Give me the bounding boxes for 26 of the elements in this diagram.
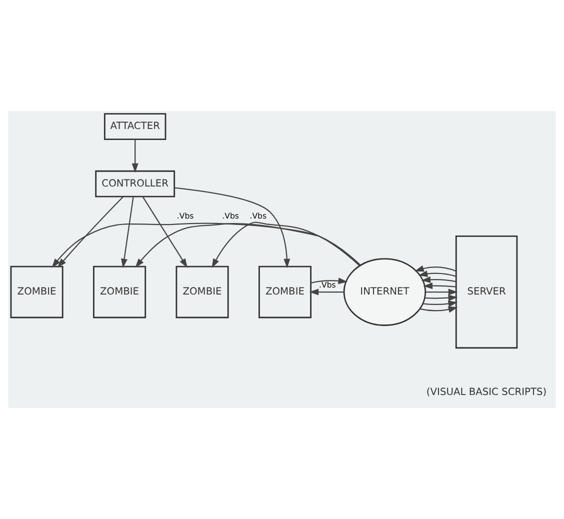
- arrow: [421, 276, 456, 283]
- arrow: [309, 288, 344, 296]
- arrow: [135, 223, 361, 268]
- node-box: CONTROLLER: [95, 170, 176, 198]
- node-box: ZOMBIE: [93, 266, 146, 318]
- node-box: ATTACTER: [104, 113, 166, 140]
- label: (VISUAL BASIC SCRIPTS): [426, 387, 547, 398]
- node-box: ZOMBIE: [258, 266, 312, 318]
- arrow: [212, 222, 360, 268]
- arrow: [57, 196, 124, 268]
- arrow: [121, 196, 134, 268]
- arrow: [414, 265, 456, 272]
- arrow: [132, 139, 138, 173]
- arrow: [424, 294, 458, 302]
- arrow: [425, 288, 458, 296]
- arrow: [422, 300, 458, 307]
- arrow: [142, 196, 188, 268]
- arrow: [423, 282, 456, 290]
- node-box: SERVER: [455, 235, 518, 349]
- arrow: [174, 187, 290, 268]
- arrow: [418, 270, 456, 278]
- node-box: ZOMBIE: [176, 266, 229, 318]
- arrow: [420, 306, 458, 313]
- arrow: [52, 222, 361, 268]
- arrow: [310, 278, 348, 284]
- node-box: ZOMBIE: [10, 266, 64, 318]
